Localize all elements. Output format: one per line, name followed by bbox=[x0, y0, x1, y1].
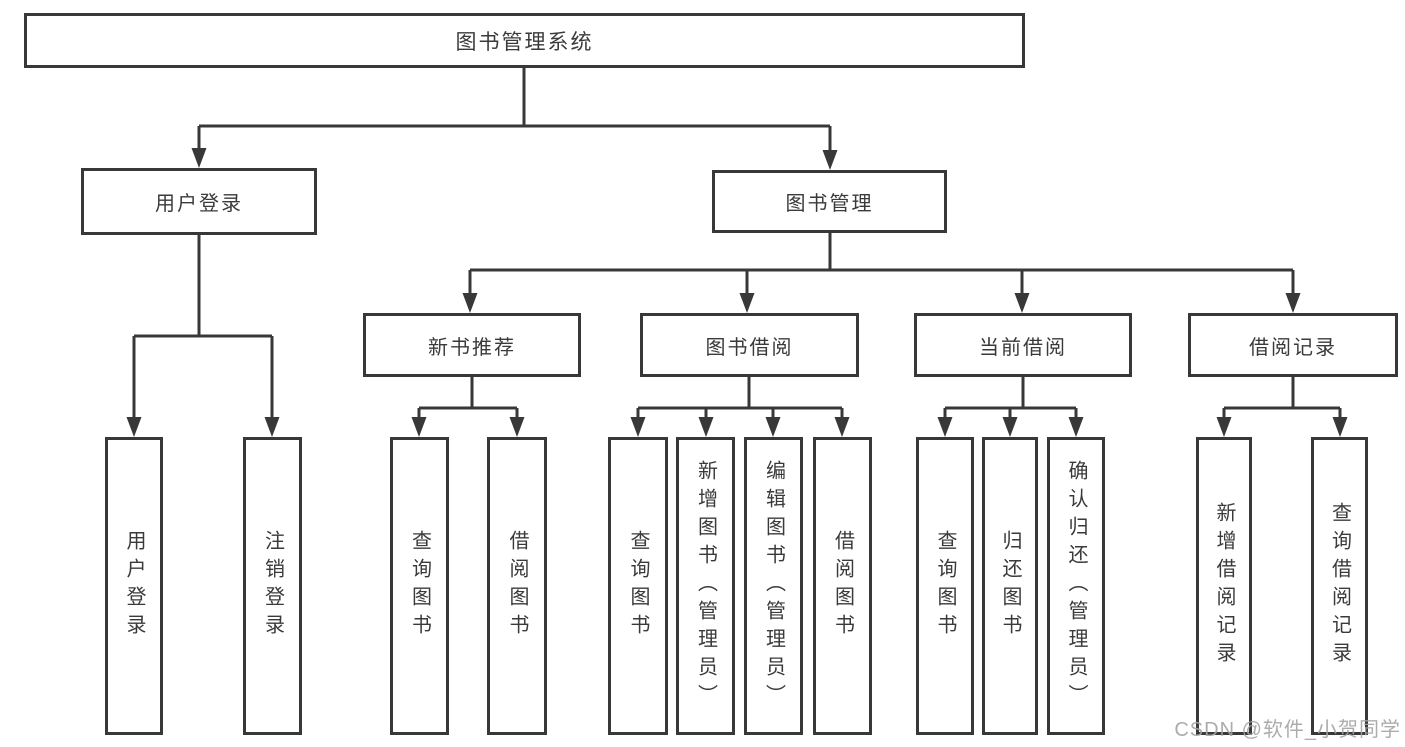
node-label: 编辑图书（管理员） bbox=[762, 460, 785, 712]
node-label: 查询图书 bbox=[408, 530, 431, 642]
leaf-confirm-return-admin: 确认归还（管理员） bbox=[1047, 437, 1105, 735]
node-label: 当前借阅 bbox=[979, 336, 1067, 359]
node-label: 查询借阅记录 bbox=[1328, 502, 1351, 670]
node-book-borrowing: 图书借阅 bbox=[640, 313, 859, 377]
leaf-query-books-2: 查询图书 bbox=[608, 437, 668, 735]
node-label: 借阅记录 bbox=[1249, 336, 1337, 359]
node-label: 图书借阅 bbox=[705, 336, 794, 359]
node-label: 新增借阅记录 bbox=[1213, 502, 1235, 670]
node-current-borrowing: 当前借阅 bbox=[914, 313, 1132, 377]
node-new-book-recommendation: 新书推荐 bbox=[363, 313, 581, 377]
node-borrowing-records: 借阅记录 bbox=[1188, 313, 1398, 377]
node-label: 归还图书 bbox=[999, 530, 1021, 642]
node-label: 图书管理系统 bbox=[455, 30, 594, 54]
node-label: 查询图书 bbox=[934, 530, 956, 642]
csdn-watermark: CSDN @软件_小贺同学 bbox=[1174, 719, 1401, 741]
leaf-user-login: 用户登录 bbox=[105, 437, 163, 735]
leaf-edit-books-admin: 编辑图书（管理员） bbox=[744, 437, 803, 735]
leaf-add-books-admin: 新增图书（管理员） bbox=[676, 437, 735, 735]
leaf-borrow-books-2: 借阅图书 bbox=[813, 437, 872, 735]
arrowhead-icons bbox=[126, 148, 1348, 437]
node-label: 用户登录 bbox=[155, 193, 243, 215]
leaf-logout: 注销登录 bbox=[243, 437, 302, 735]
leaf-add-borrow-record: 新增借阅记录 bbox=[1196, 437, 1252, 735]
node-book-management-branch: 图书管理 bbox=[712, 170, 947, 233]
leaf-query-books-1: 查询图书 bbox=[390, 437, 449, 735]
node-label: 借阅图书 bbox=[506, 530, 528, 642]
leaf-query-books-3: 查询图书 bbox=[916, 437, 974, 735]
node-label: 新增图书（管理员） bbox=[694, 460, 717, 712]
leaf-borrow-books-1: 借阅图书 bbox=[487, 437, 547, 735]
node-label: 确认归还（管理员） bbox=[1065, 460, 1087, 712]
leaf-query-borrow-record: 查询借阅记录 bbox=[1311, 437, 1368, 735]
node-label: 用户登录 bbox=[123, 530, 145, 642]
node-label: 新书推荐 bbox=[428, 336, 516, 359]
node-label: 查询图书 bbox=[627, 530, 649, 642]
leaf-return-books: 归还图书 bbox=[982, 437, 1038, 735]
node-label: 图书管理 bbox=[785, 193, 874, 215]
node-root-system: 图书管理系统 bbox=[24, 13, 1025, 68]
node-user-login-branch: 用户登录 bbox=[81, 168, 317, 235]
node-label: 借阅图书 bbox=[831, 530, 854, 642]
node-label: 注销登录 bbox=[261, 530, 284, 642]
